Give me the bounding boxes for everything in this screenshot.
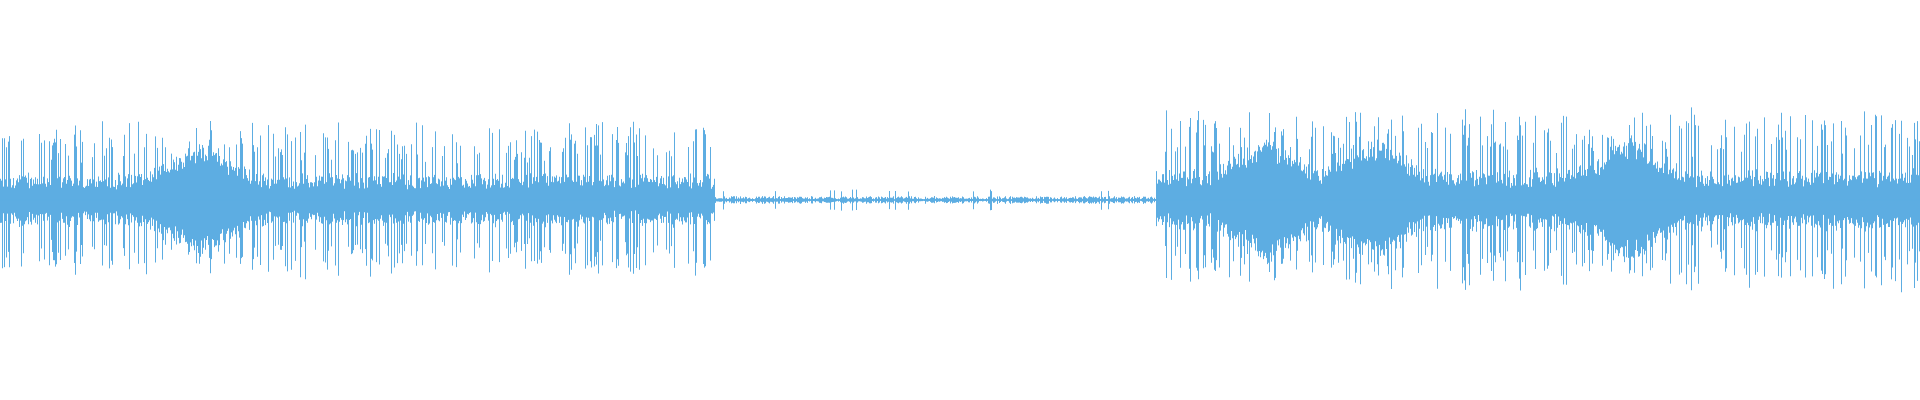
waveform-bars <box>0 107 1920 293</box>
